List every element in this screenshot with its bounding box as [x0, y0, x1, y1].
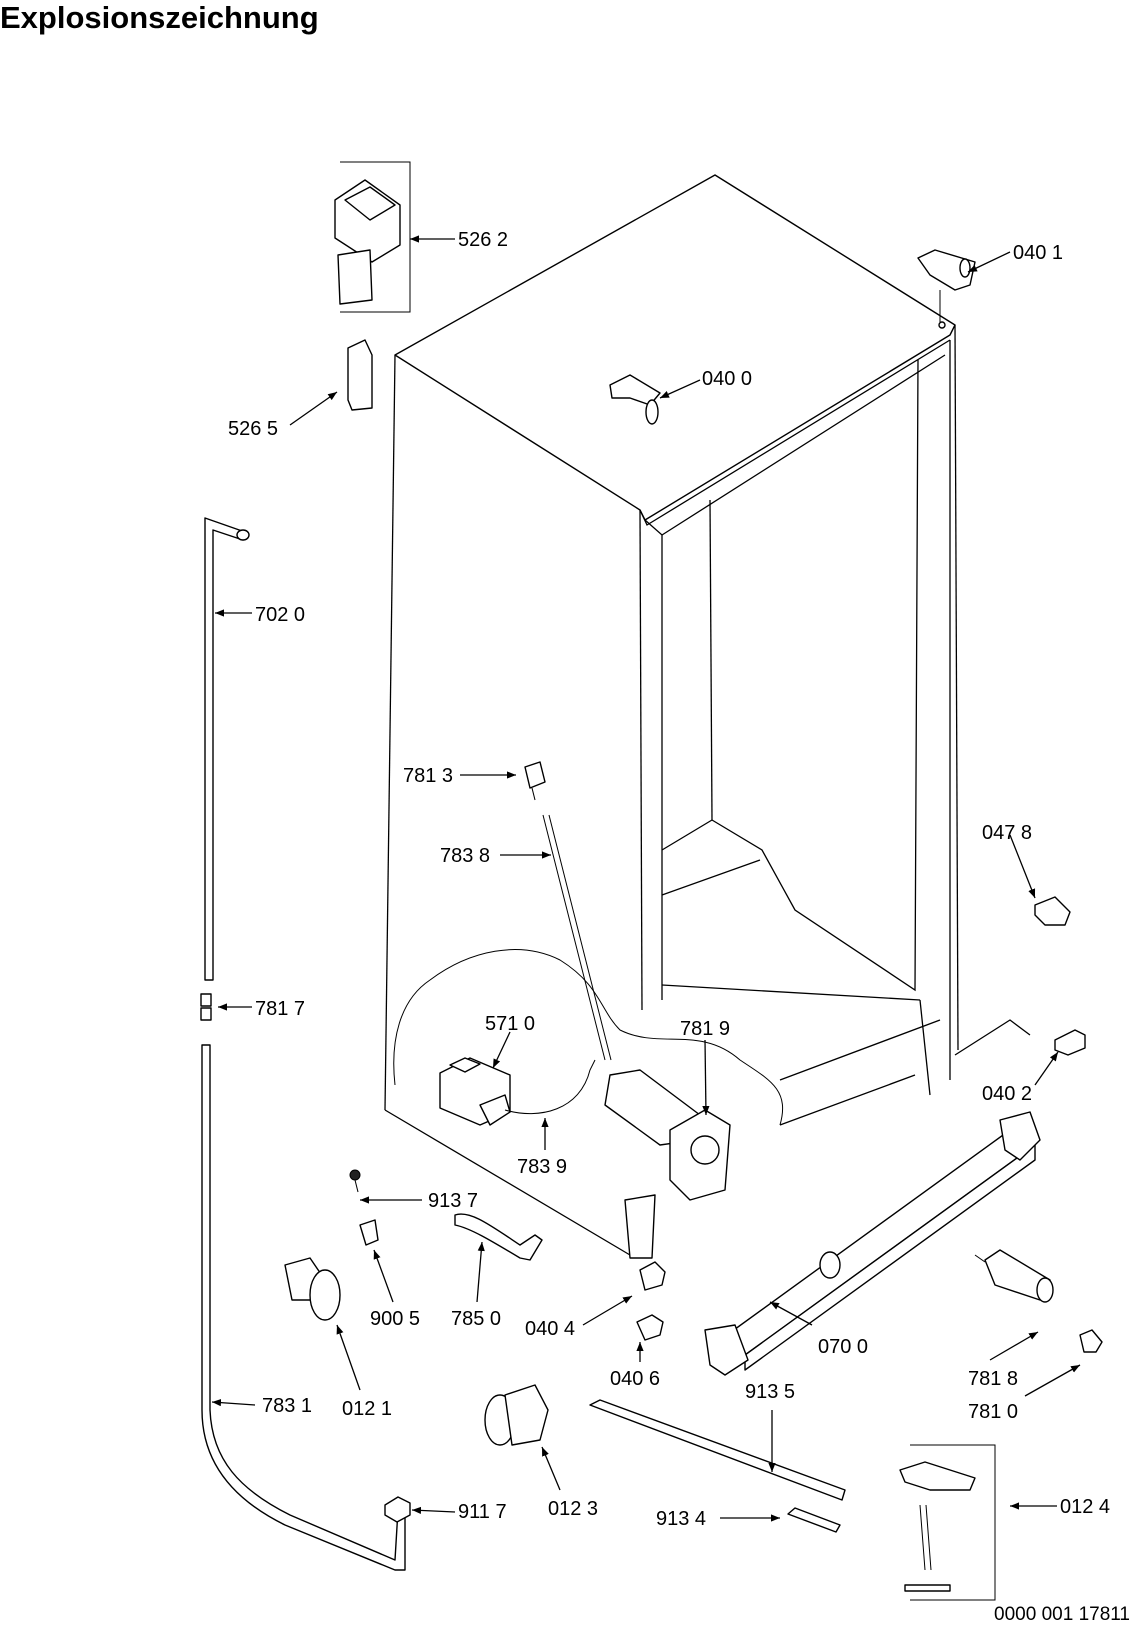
leader-911-7 [411, 1506, 456, 1515]
label-781-7: 781 7 [255, 998, 305, 1020]
page-title: Explosionszeichnung [0, 0, 319, 35]
part-781-3 [524, 761, 546, 801]
label-040-2: 040 2 [982, 1083, 1032, 1105]
leader-785-0 [476, 1241, 485, 1303]
label-571-0: 571 0 [485, 1013, 535, 1035]
label-781-3: 781 3 [403, 765, 453, 787]
part-913-4 [787, 1507, 841, 1533]
label-913-5: 913 5 [745, 1381, 795, 1403]
document-number: 0000 001 17811 [994, 1604, 1130, 1625]
label-526-2: 526 2 [458, 229, 508, 251]
label-040-6: 040 6 [610, 1368, 660, 1390]
leader-070-0 [769, 1301, 813, 1326]
part-781-7 [200, 993, 212, 1021]
leader-526-5 [289, 391, 338, 426]
cabinet-body [384, 174, 1031, 1259]
part-900-5 [359, 1219, 379, 1246]
label-070-0: 070 0 [818, 1336, 868, 1358]
part-702-0 [204, 517, 250, 981]
leader-047-8 [1009, 834, 1036, 899]
label-047-8: 047 8 [982, 822, 1032, 844]
part-911-7 [384, 1496, 411, 1523]
part-781-9 [604, 1069, 731, 1201]
leader-040-1 [967, 251, 1011, 273]
leader-783-1 [211, 1399, 256, 1407]
label-012-1: 012 1 [342, 1398, 392, 1420]
part-012-3 [484, 1384, 549, 1446]
leader-781-9 [702, 1039, 710, 1116]
part-781-0 [1079, 1329, 1103, 1353]
label-781-8: 781 8 [968, 1368, 1018, 1390]
label-040-0: 040 0 [702, 368, 752, 390]
part-040-2 [1054, 1029, 1086, 1056]
label-040-1: 040 1 [1013, 242, 1063, 264]
label-785-0: 785 0 [451, 1308, 501, 1330]
part-783-9 [504, 1059, 596, 1115]
label-012-4: 012 4 [1060, 1496, 1110, 1518]
label-781-9: 781 9 [680, 1018, 730, 1040]
part-070-0 [704, 1111, 1041, 1376]
leader-781-8 [989, 1331, 1039, 1361]
leader-040-4 [582, 1295, 633, 1326]
leader-900-5 [373, 1249, 394, 1303]
part-781-8 [974, 1249, 1054, 1303]
part-040-6 [636, 1314, 664, 1341]
label-783-8: 783 8 [440, 845, 490, 867]
label-911-7: 911 7 [458, 1501, 507, 1523]
label-040-4: 040 4 [525, 1318, 575, 1340]
part-913-5 [589, 1399, 846, 1501]
part-785-0 [454, 1213, 543, 1261]
label-900-5: 900 5 [370, 1308, 420, 1330]
part-526-5 [347, 339, 373, 411]
leader-012-3 [541, 1446, 561, 1491]
leader-571-0 [492, 1031, 511, 1069]
label-783-9: 783 9 [517, 1156, 567, 1178]
leader-012-1 [336, 1324, 361, 1391]
leader-040-2 [1034, 1051, 1059, 1086]
label-783-1: 783 1 [262, 1395, 312, 1417]
label-913-7: 913 7 [428, 1190, 478, 1212]
label-913-4: 913 4 [656, 1508, 706, 1530]
label-702-0: 702 0 [255, 604, 305, 626]
part-783-8 [542, 814, 612, 1061]
part-571-0 [439, 1057, 511, 1126]
label-781-0: 781 0 [968, 1401, 1018, 1423]
part-526-2 [334, 161, 411, 313]
part-012-4 [899, 1444, 996, 1601]
leader-781-0 [1024, 1364, 1081, 1397]
part-040-4 [639, 1261, 666, 1291]
label-012-3: 012 3 [548, 1498, 598, 1520]
part-012-1 [284, 1257, 341, 1321]
label-526-5: 526 5 [228, 418, 278, 440]
part-913-7 [349, 1169, 361, 1193]
part-047-8 [1034, 896, 1071, 926]
part-040-0 [609, 374, 661, 425]
leader-040-0 [659, 379, 701, 399]
